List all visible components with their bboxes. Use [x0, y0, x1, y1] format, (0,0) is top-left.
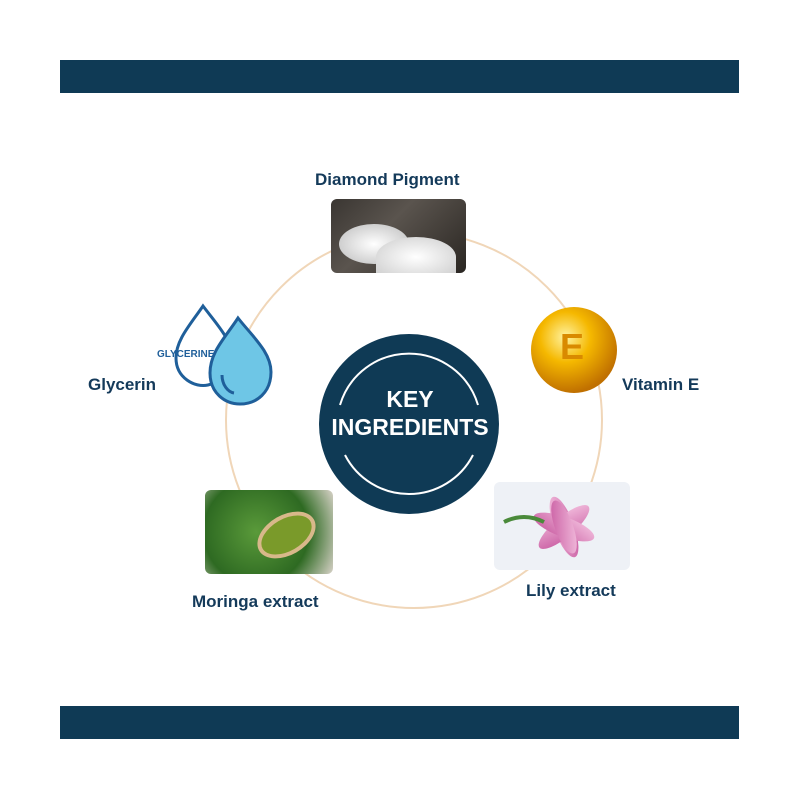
bottom-banner [60, 706, 739, 739]
label-moringa-extract: Moringa extract [192, 592, 319, 611]
label-vitamin-e: Vitamin E [622, 375, 700, 394]
vitamin-e-capsule-icon [531, 307, 617, 393]
center-title-line1: KEY [386, 386, 434, 412]
moringa-leaves-image [205, 490, 333, 574]
glycerine-icon-text: GLYCERINE [157, 349, 215, 360]
center-title-line2: INGREDIENTS [331, 414, 489, 440]
vitamin-e-glyph: E [560, 326, 585, 367]
center-arc-bottom [344, 454, 474, 495]
label-diamond-pigment: Diamond Pigment [315, 170, 460, 189]
lily-flower-image [494, 482, 630, 570]
diamond-pigment-image [331, 199, 466, 273]
label-glycerin: Glycerin [88, 375, 157, 394]
top-banner [60, 60, 739, 93]
center-arc-top [339, 352, 479, 406]
label-lily-extract: Lily extract [526, 581, 616, 600]
glycerin-drop-icon [174, 303, 273, 406]
center-circle [319, 334, 499, 514]
